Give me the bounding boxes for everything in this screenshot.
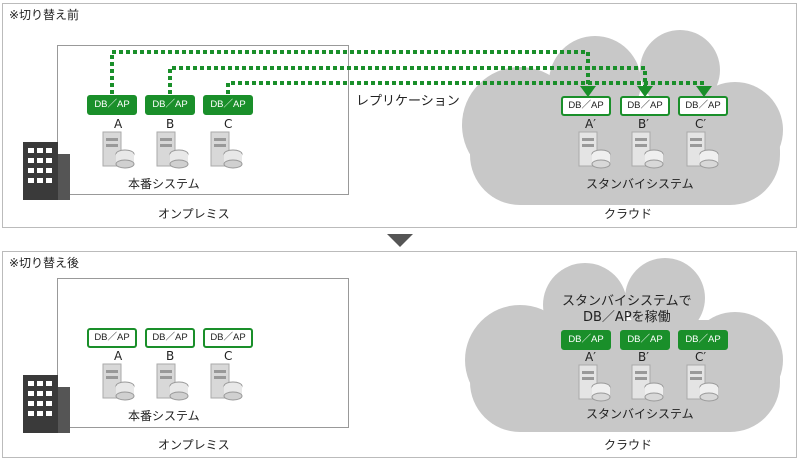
before-onprem-badge-b: DB／AP (145, 95, 195, 115)
after-onprem-label: オンプレミス (158, 438, 230, 452)
after-server-label-b: B (166, 349, 175, 363)
server-icon (578, 364, 611, 402)
before-server-label-c: C (224, 117, 233, 131)
before-system-label: 本番システム (128, 177, 200, 191)
server-icon (102, 131, 135, 169)
after-cloud-badge-c: DB／AP (678, 330, 728, 350)
before-onprem-badge-a: DB／AP (87, 95, 137, 115)
server-icon (156, 131, 189, 169)
after-cloud-server-label-b: B′ (638, 350, 649, 364)
arrowhead-b (637, 86, 653, 97)
server-icon (210, 131, 243, 169)
after-standby-label: スタンバイシステム (586, 407, 694, 421)
before-cloud-server-label-a: A′ (585, 117, 596, 131)
after-cloud-server-label-a: A′ (585, 350, 596, 364)
server-icon (578, 131, 611, 169)
after-cloud-server-label-c: C′ (695, 350, 707, 364)
replication-label: レプリケーション (356, 94, 460, 109)
arrowhead-a (580, 86, 596, 97)
building-icon (23, 142, 70, 200)
before-cloud-label: クラウド (604, 207, 653, 221)
replication-line-c (226, 81, 706, 94)
replication-line-b (168, 66, 647, 94)
before-cloud-badge-a: DB／AP (561, 96, 611, 116)
before-panel-label: ※切り替え前 (9, 8, 80, 22)
before-server-label-a: A (114, 117, 123, 131)
before-onprem-label: オンプレミス (158, 207, 230, 221)
after-onprem-box (57, 278, 349, 428)
server-icon (210, 363, 243, 401)
after-onprem-badge-c: DB／AP (203, 328, 253, 348)
server-icon (631, 364, 664, 402)
before-onprem-badge-c: DB／AP (203, 95, 253, 115)
after-cloud-badge-b: DB／AP (620, 330, 670, 350)
before-cloud-server-label-c: C′ (695, 117, 707, 131)
after-onprem-badge-b: DB／AP (145, 328, 195, 348)
after-cloud-label: クラウド (604, 438, 653, 452)
after-cloud-badge-a: DB／AP (561, 330, 611, 350)
server-icon (631, 131, 664, 169)
after-panel-label: ※切り替え後 (9, 256, 80, 270)
before-server-label-b: B (166, 117, 175, 131)
before-cloud-server-label-b: B′ (638, 117, 649, 131)
server-icon (156, 363, 189, 401)
after-cloud-note-line1: スタンバイシステムで (562, 294, 692, 309)
after-system-label: 本番システム (128, 409, 200, 423)
after-server-label-c: C (224, 349, 233, 363)
down-arrow-icon (387, 234, 413, 247)
arrowhead-c (696, 86, 712, 97)
before-cloud-badge-b: DB／AP (620, 96, 670, 116)
server-icon (686, 131, 719, 169)
server-icon (686, 364, 719, 402)
before-cloud-badge-c: DB／AP (678, 96, 728, 116)
before-standby-label: スタンバイシステム (586, 177, 694, 191)
after-server-label-a: A (114, 349, 123, 363)
server-icon (102, 363, 135, 401)
building-icon (23, 375, 70, 433)
after-cloud-note-line2: DB／APを稼働 (583, 310, 671, 325)
after-onprem-badge-a: DB／AP (87, 328, 137, 348)
